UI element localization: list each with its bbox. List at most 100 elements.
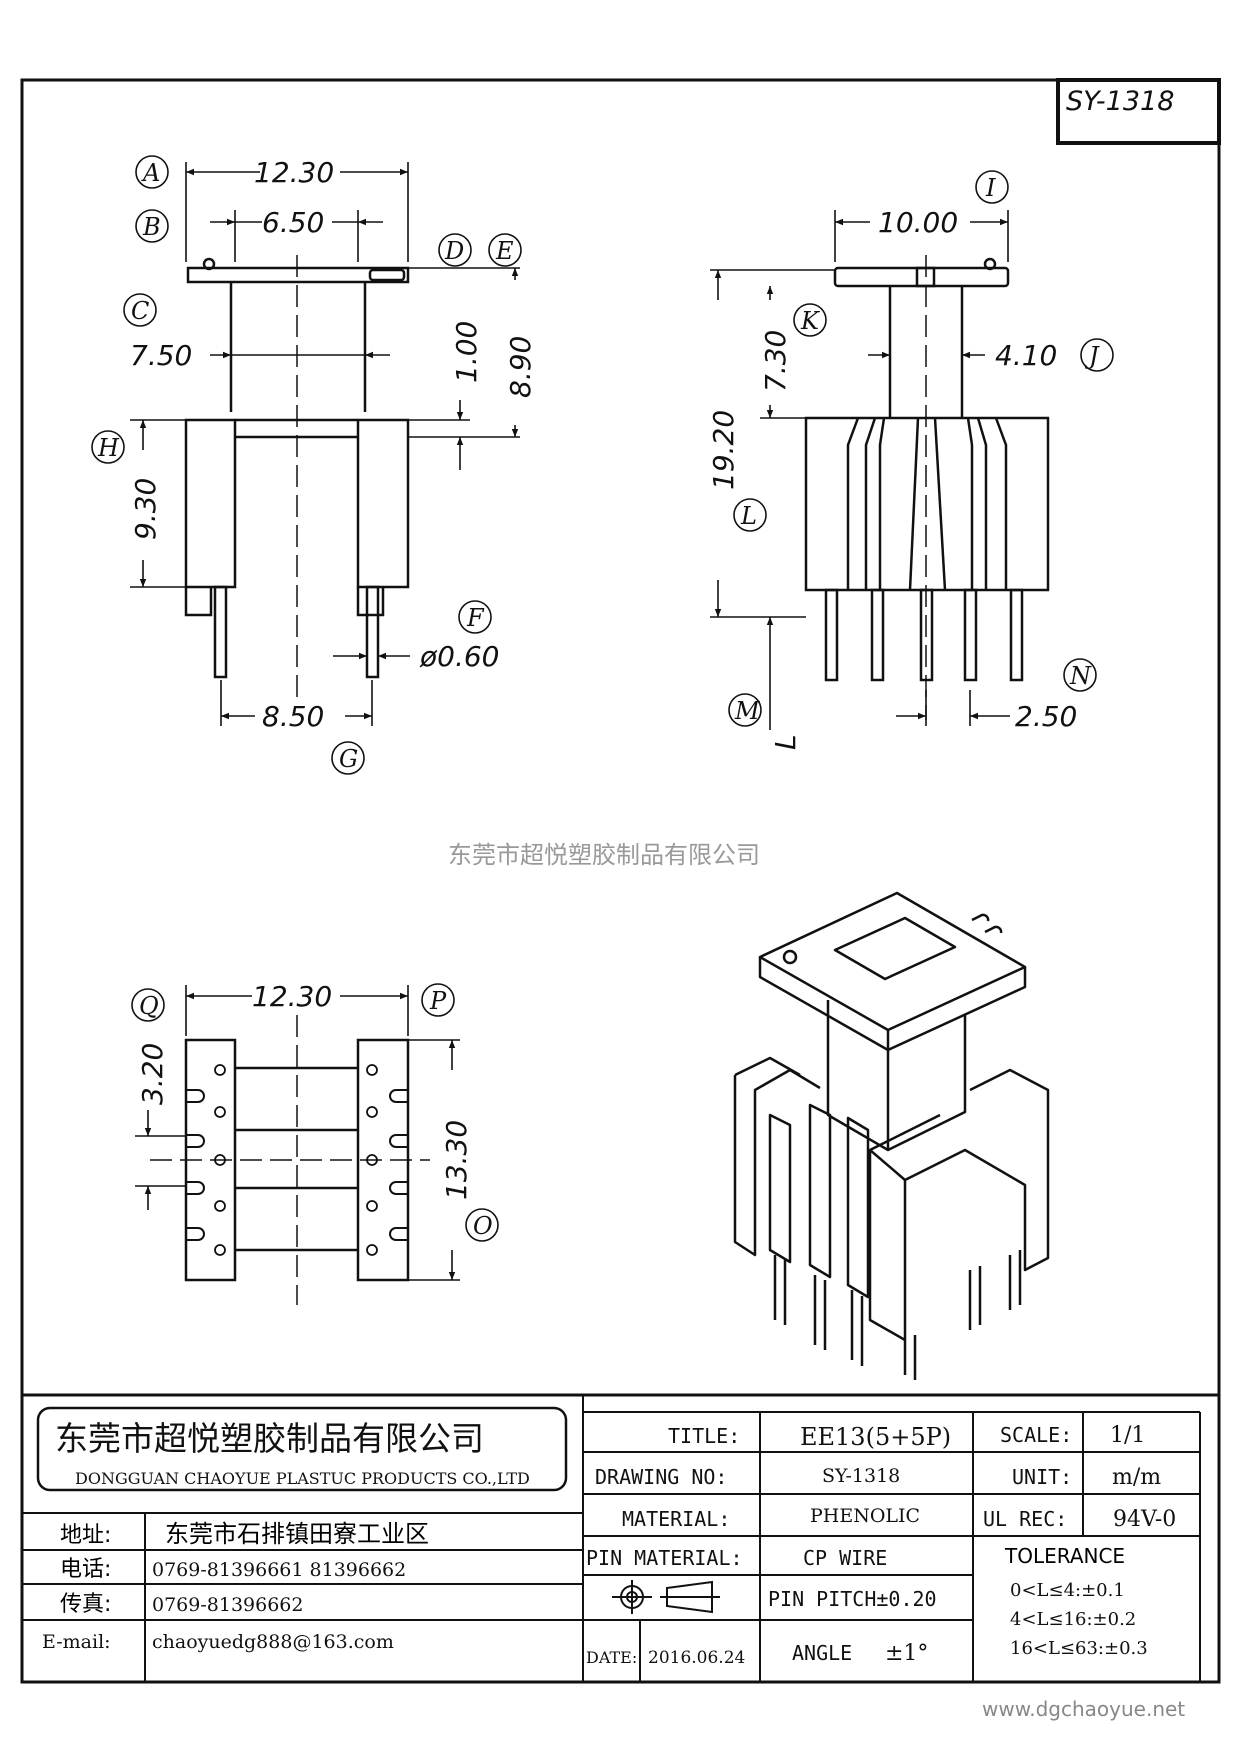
front-pin-foot-right xyxy=(356,587,385,617)
dim-3-20: 3.20 xyxy=(136,1043,169,1105)
label-q: Q xyxy=(139,992,159,1020)
fax-value: 0769-81396662 xyxy=(152,1594,303,1616)
drawing-no-value: SY-1318 xyxy=(822,1465,900,1487)
dim-13-30: 13.30 xyxy=(440,1120,473,1200)
front-view xyxy=(184,255,410,700)
front-dimensions xyxy=(130,162,520,726)
side-rib-left xyxy=(846,417,886,590)
angle-label: ANGLE xyxy=(792,1641,852,1665)
scale-label: SCALE: xyxy=(1000,1423,1072,1447)
iso-flange-slots xyxy=(971,913,1003,934)
front-pin-left xyxy=(213,585,228,679)
iso-base-rib xyxy=(868,1113,941,1181)
address-label: 地址: xyxy=(60,1523,111,1548)
isometric-view xyxy=(733,891,1050,1380)
unit-label: UNIT: xyxy=(1012,1465,1072,1489)
iso-peg xyxy=(782,949,798,965)
iso-base-right xyxy=(868,1068,1050,1342)
front-labels: A B C D E F G H xyxy=(91,155,522,775)
side-pin-1 xyxy=(824,588,839,682)
material-value: PHENOLIC xyxy=(810,1505,920,1527)
iso-top-flange-front xyxy=(758,957,890,1052)
label-b: B xyxy=(142,213,161,241)
bottom-pin-holes xyxy=(214,1064,378,1256)
company-name-cn: 东莞市超悦塑胶制品有限公司 xyxy=(55,1419,484,1458)
iso-rib-1 xyxy=(768,1113,792,1264)
fax-label: 传真: xyxy=(60,1592,111,1617)
label-h: H xyxy=(97,434,120,462)
bottom-block-left xyxy=(184,1038,237,1282)
ul-rec-value: 94V-0 xyxy=(1113,1507,1176,1532)
side-pin-4 xyxy=(963,588,978,682)
unit-value: m/m xyxy=(1112,1465,1161,1490)
email-value: chaoyuedg888@163.com xyxy=(152,1631,394,1653)
label-o: O xyxy=(473,1212,493,1240)
tolerance-row-1: 0<L≤4:±0.1 xyxy=(1010,1580,1125,1601)
dim-pin-length-l: L xyxy=(769,734,802,750)
dim-7-30: 7.30 xyxy=(759,330,792,392)
drawing-id-text: SY-1318 xyxy=(1066,86,1174,117)
title-value: EE13(5+5P) xyxy=(800,1423,951,1451)
bottom-dimensions xyxy=(135,985,460,1281)
dim-1-00: 1.00 xyxy=(450,321,483,383)
tolerance-row-2: 4<L≤16:±0.2 xyxy=(1010,1609,1136,1630)
iso-base-top-left xyxy=(734,1056,801,1077)
title-label: TITLE: xyxy=(668,1424,740,1448)
pin-material-label: PIN MATERIAL: xyxy=(586,1546,743,1570)
material-label: MATERIAL: xyxy=(622,1507,730,1531)
front-flange-peg xyxy=(202,257,216,271)
side-dim-texts: 10.00 4.10 7.30 19.20 2.50 L xyxy=(707,206,1077,750)
side-dimensions xyxy=(710,210,1010,730)
iso-core-side xyxy=(887,1015,967,1152)
bottom-dim-texts: 12.30 3.20 13.30 xyxy=(136,980,473,1200)
label-i: I xyxy=(985,174,996,202)
iso-core-front xyxy=(826,1000,890,1152)
label-f: F xyxy=(466,604,485,632)
drawing-no-label: DRAWING NO: xyxy=(595,1465,727,1489)
dim-12-30-front: 12.30 xyxy=(254,156,334,189)
bottom-slots xyxy=(186,1089,408,1241)
label-c: C xyxy=(131,297,149,325)
dim-12-30-bottom: 12.30 xyxy=(252,980,332,1013)
bottom-view xyxy=(150,1015,430,1305)
angle-value: ±1° xyxy=(885,1641,928,1666)
dim-8-50: 8.50 xyxy=(262,700,324,733)
front-pin-right xyxy=(365,585,380,679)
tolerance-row-3: 16<L≤63:±0.3 xyxy=(1010,1638,1148,1659)
side-view xyxy=(804,255,1050,720)
drawing-id-box: SY-1318 xyxy=(1056,78,1221,145)
dim-19-20: 19.20 xyxy=(707,410,740,490)
ul-rec-label: UL REC: xyxy=(983,1507,1067,1531)
title-block-texts: 东莞市超悦塑胶制品有限公司 DONGGUAN CHAOYUE PLASTUC P… xyxy=(42,1419,1176,1668)
pin-pitch: PIN PITCH±0.20 xyxy=(768,1587,937,1611)
side-labels: I J K L M N xyxy=(728,170,1114,727)
iso-base-left xyxy=(733,1068,821,1257)
side-rib-center xyxy=(908,417,947,591)
label-a: A xyxy=(141,159,160,187)
email-label: E-mail: xyxy=(42,1631,111,1653)
dim-8-90: 8.90 xyxy=(504,336,537,398)
front-pin-foot-left xyxy=(184,587,213,617)
side-rib-right xyxy=(966,417,1008,590)
front-flange-slot xyxy=(368,268,406,282)
dim-10-00: 10.00 xyxy=(878,206,958,239)
label-n: N xyxy=(1069,662,1092,690)
label-k: K xyxy=(800,307,821,335)
website-footer: www.dgchaoyue.net xyxy=(982,1697,1185,1721)
dim-2-50: 2.50 xyxy=(1015,700,1077,733)
pin-material-value: CP WIRE xyxy=(803,1546,887,1570)
label-g: G xyxy=(339,745,358,773)
company-name-en: DONGGUAN CHAOYUE PLASTUC PRODUCTS CO.,LT… xyxy=(75,1469,530,1488)
phone-value: 0769-81396661 81396662 xyxy=(152,1559,406,1581)
label-d: D xyxy=(444,237,464,265)
dim-9-30: 9.30 xyxy=(129,478,162,540)
label-l: L xyxy=(740,502,757,530)
tolerance-label: TOLERANCE xyxy=(1004,1544,1125,1568)
scale-value: 1/1 xyxy=(1110,1423,1145,1448)
label-p: P xyxy=(429,987,447,1015)
iso-top-flange-side xyxy=(887,967,1027,1052)
iso-rib-2 xyxy=(808,1103,832,1279)
label-j: J xyxy=(1084,342,1100,370)
date-value: 2016.06.24 xyxy=(648,1648,745,1668)
